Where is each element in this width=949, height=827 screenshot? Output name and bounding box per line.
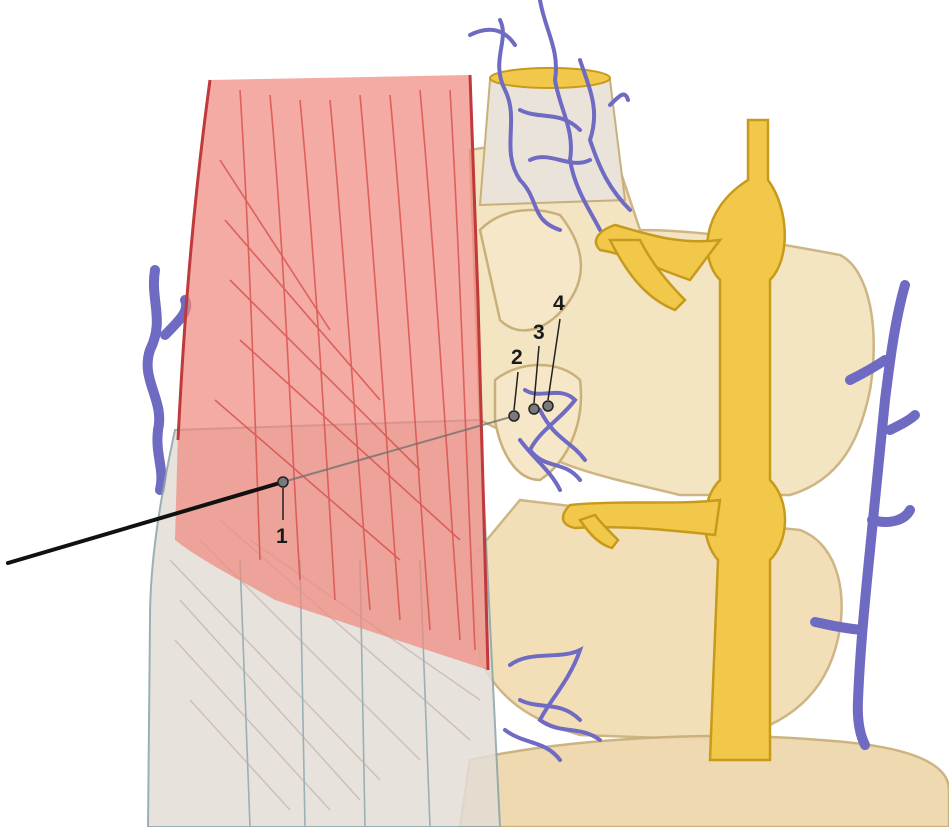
upper-bone-column <box>480 68 625 205</box>
label-3: 3 <box>533 321 545 344</box>
label-2: 2 <box>511 346 523 369</box>
label-4: 4 <box>553 292 565 315</box>
label-1: 1 <box>276 525 288 548</box>
